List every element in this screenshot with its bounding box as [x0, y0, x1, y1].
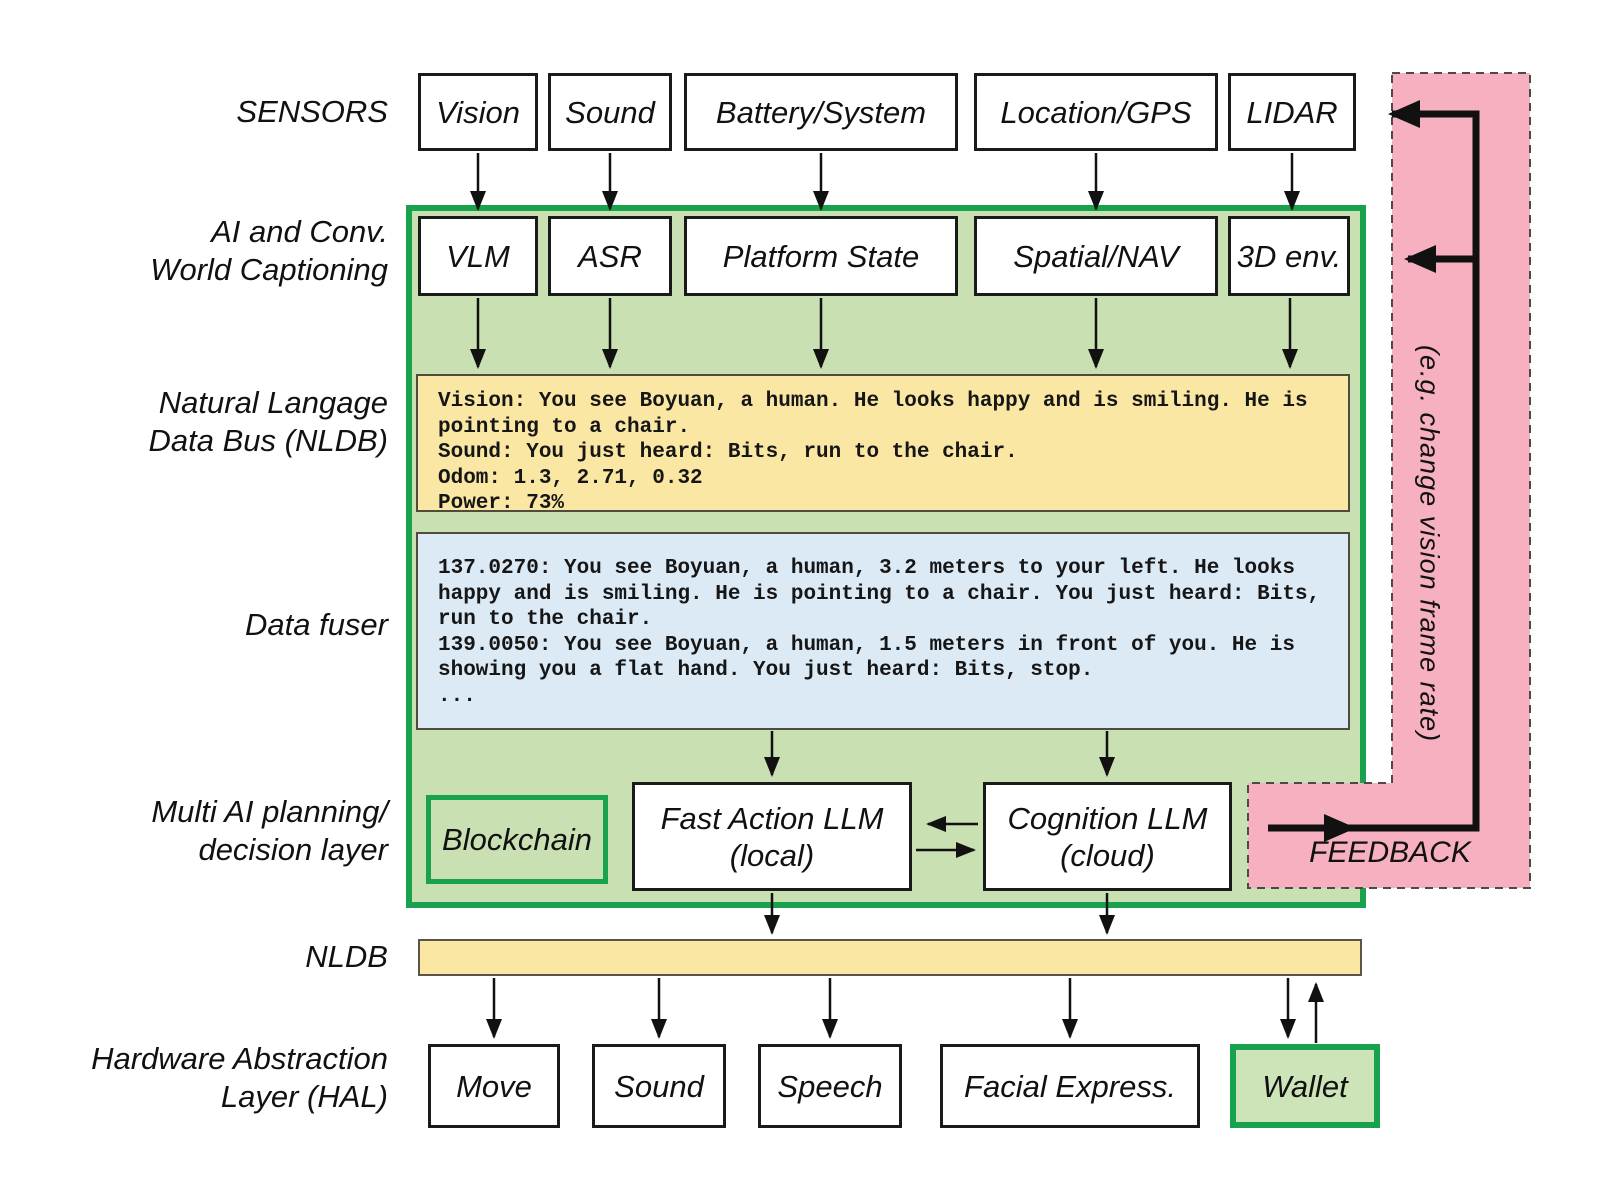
- nldb-box-label-line2: Data Bus (NLDB): [148, 423, 388, 458]
- hal-box-facial-express-label: Facial Express.: [964, 1068, 1176, 1104]
- planning-layer-label: Multi AI planning/ decision layer: [0, 793, 388, 869]
- fast-action-llm-label-line2: (local): [729, 837, 815, 873]
- sensor-box-vision: Vision: [418, 73, 538, 151]
- feedback-note: (e.g. change vision frame rate): [1414, 345, 1445, 743]
- sensor-box-battery-system-label: Battery/System: [715, 94, 927, 130]
- data-fuser-label-text: Data fuser: [244, 607, 388, 642]
- nldb-bus-bar: [418, 939, 1362, 976]
- sensor-box-location-gps-label: Location/GPS: [1000, 94, 1192, 130]
- captioning-label-line2: World Captioning: [150, 252, 388, 287]
- blockchain-box-label: Blockchain: [442, 822, 592, 857]
- fast-action-llm-box: Fast Action LLM (local): [632, 782, 912, 891]
- hal-label-line1: Hardware Abstraction: [91, 1041, 388, 1076]
- captioning-box-platform-state: Platform State: [684, 216, 958, 296]
- sensor-box-sound: Sound: [548, 73, 672, 151]
- hal-box-sound-label: Sound: [614, 1068, 704, 1104]
- hal-box-wallet-label: Wallet: [1262, 1068, 1348, 1104]
- cognition-llm-label-line2: (cloud): [1060, 837, 1155, 873]
- sensor-to-captioning-arrows: [470, 153, 1300, 211]
- sensor-box-vision-label: Vision: [436, 94, 520, 130]
- cognition-llm-box: Cognition LLM (cloud): [983, 782, 1232, 891]
- sensor-box-lidar-label: LIDAR: [1246, 94, 1338, 130]
- hal-box-move: Move: [428, 1044, 560, 1128]
- captioning-box-asr: ASR: [548, 216, 672, 296]
- captioning-box-platform-state-label: Platform State: [722, 238, 920, 274]
- hal-box-speech: Speech: [758, 1044, 902, 1128]
- cognition-llm-label-line1: Cognition LLM: [1007, 800, 1208, 836]
- hal-label: Hardware Abstraction Layer (HAL): [0, 1040, 388, 1116]
- captioning-row-label: AI and Conv. World Captioning: [0, 213, 388, 289]
- planning-label-line1: Multi AI planning/: [151, 794, 388, 829]
- captioning-box-3d-env: 3D env.: [1228, 216, 1350, 296]
- hal-box-speech-label: Speech: [777, 1068, 883, 1104]
- nldb-bar-label-text: NLDB: [305, 939, 388, 974]
- captioning-box-spatial-nav: Spatial/NAV: [974, 216, 1218, 296]
- hal-box-sound: Sound: [592, 1044, 726, 1128]
- data-fuser-label: Data fuser: [0, 606, 388, 644]
- hal-label-line2: Layer (HAL): [220, 1079, 388, 1114]
- sensors-row-label-text: SENSORS: [236, 94, 388, 129]
- sensors-row-label: SENSORS: [0, 93, 388, 131]
- captioning-box-vlm-label: VLM: [446, 238, 510, 274]
- bar-to-hal-arrows: [486, 978, 1324, 1043]
- planning-label-line2: decision layer: [198, 832, 388, 867]
- data-fuser-text-box: 137.0270: You see Boyuan, a human, 3.2 m…: [416, 532, 1350, 730]
- feedback-label: FEEDBACK: [1309, 836, 1471, 869]
- sensor-box-lidar: LIDAR: [1228, 73, 1356, 151]
- nldb-box-label: Natural Langage Data Bus (NLDB): [0, 384, 388, 460]
- captioning-box-3d-env-label: 3D env.: [1236, 238, 1342, 274]
- captioning-box-asr-label: ASR: [578, 238, 642, 274]
- hal-box-wallet: Wallet: [1230, 1044, 1380, 1128]
- captioning-label-line1: AI and Conv.: [211, 214, 388, 249]
- captioning-box-spatial-nav-label: Spatial/NAV: [1013, 238, 1179, 274]
- sensor-box-location-gps: Location/GPS: [974, 73, 1218, 151]
- fast-action-llm-label-line1: Fast Action LLM: [660, 800, 884, 836]
- sensor-box-battery-system: Battery/System: [684, 73, 958, 151]
- nldb-box-label-line1: Natural Langage: [158, 385, 388, 420]
- nldb-text-box: Vision: You see Boyuan, a human. He look…: [416, 374, 1350, 515]
- hal-box-move-label: Move: [456, 1068, 532, 1104]
- blockchain-box: Blockchain: [426, 795, 608, 884]
- sensor-box-sound-label: Sound: [565, 94, 655, 130]
- nldb-bar-label: NLDB: [0, 938, 388, 976]
- hal-box-facial-express: Facial Express.: [940, 1044, 1200, 1128]
- captioning-box-vlm: VLM: [418, 216, 538, 296]
